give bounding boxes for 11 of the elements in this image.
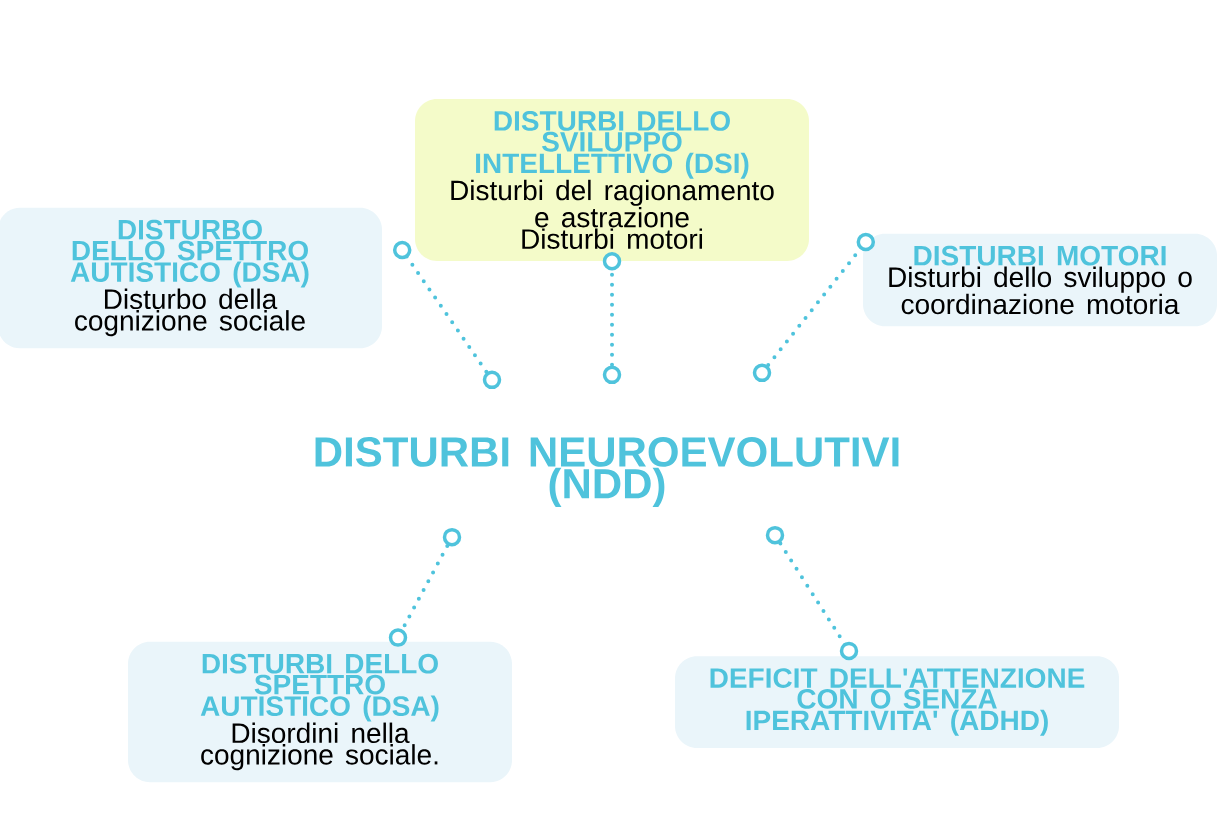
dotted-connector [765, 525, 859, 661]
topic-box: DISTURBI MOTORI Disturbi dello sviluppo o coordinazione motoria [863, 233, 1217, 327]
title-text: DISTURBI NEUROEVOLUTIVI (NDD) [315, 437, 899, 507]
dotted-connector [602, 251, 622, 385]
topic-box: DEFICIT DELL'ATTENZIONE CON O SENZA IPERATTIVITA' (ADHD) [675, 656, 1119, 748]
topic-box: DISTURBO DELLO SPETTRO AUTISTICO (DSA) Disturbo della cognizione sociale [0, 207, 382, 349]
dotted-connector [392, 240, 502, 390]
dotted-connector [752, 232, 876, 383]
topic-box: DISTURBI DELLO SPETTRO AUTISTICO (DSA) Disordini nella cognizione sociale. [128, 641, 512, 783]
topic-box: DISTURBI DELLO SVILUPPO INTELLETTIVO (DSI) Disturbi del ragionamento e astrazione Disturbi motori [415, 99, 809, 261]
dotted-connector [388, 527, 462, 647]
